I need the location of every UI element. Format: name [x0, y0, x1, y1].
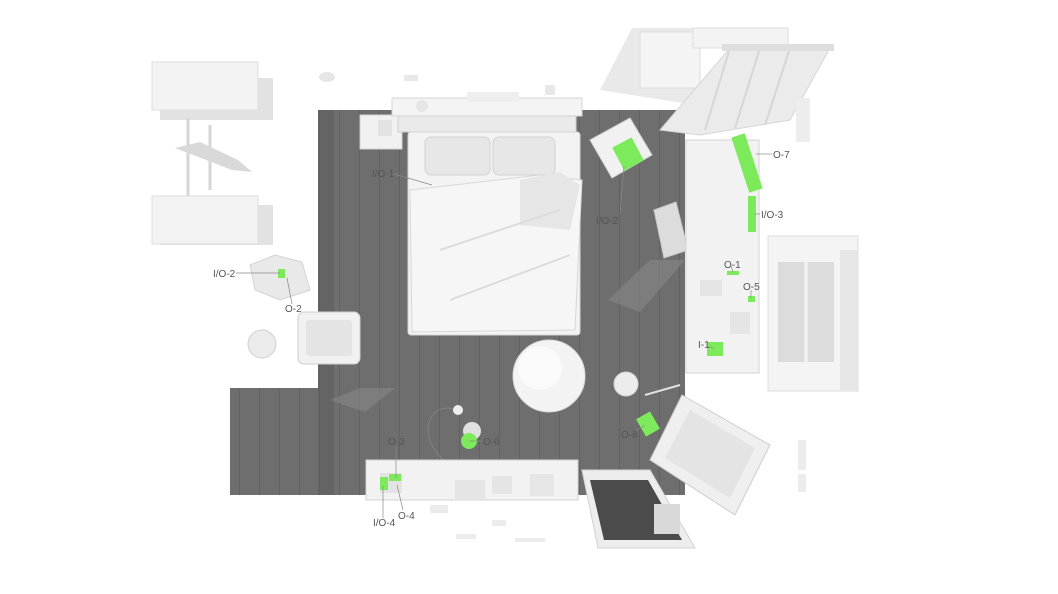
curtain [659, 44, 834, 136]
bottom-decor [430, 440, 806, 542]
callout-labels: I/O-1 I/O-2 O-7 I/O-3 I/O-2 O-2 O-1 O-5 … [213, 150, 790, 529]
wall-panel [796, 98, 810, 142]
top-decor [319, 72, 555, 95]
stool-left [247, 329, 277, 359]
bed [397, 115, 583, 336]
label-o5-desk: O-5 [743, 282, 760, 293]
nightstand-left [359, 114, 403, 150]
label-o1-desk: O-1 [724, 260, 741, 271]
label-io2-plant: I/O-2 [213, 269, 236, 280]
label-io2-chair: I/O-2 [596, 216, 619, 227]
desk-counter [685, 133, 763, 374]
stair-well [581, 469, 696, 549]
label-o7-desk: O-7 [773, 150, 790, 161]
round-ottoman [512, 339, 586, 413]
label-o3-cabinet: O-3 [388, 437, 405, 448]
side-table [613, 371, 639, 397]
bottom-cabinet [365, 459, 579, 501]
plant-left [249, 254, 311, 301]
left-window [151, 61, 273, 245]
armchair-top [589, 117, 653, 179]
label-o4-cabinet: O-4 [398, 511, 415, 522]
label-o2-plant: O-2 [285, 304, 302, 315]
label-o8-lounger: O-8 [621, 430, 638, 441]
label-o6-lamp: O-6 [483, 437, 500, 448]
label-io4-cabinet: I/O-4 [373, 518, 396, 529]
leader-lines [236, 153, 772, 518]
label-io3-desk: I/O-3 [761, 210, 784, 221]
lounger [636, 384, 771, 516]
chair-left [297, 311, 361, 365]
right-window [767, 235, 859, 392]
top-right-window [600, 27, 789, 105]
headboard-shelf [391, 92, 583, 117]
label-i1-desk: I-1 [698, 340, 710, 351]
label-io1-bed: I/O-1 [372, 169, 395, 180]
